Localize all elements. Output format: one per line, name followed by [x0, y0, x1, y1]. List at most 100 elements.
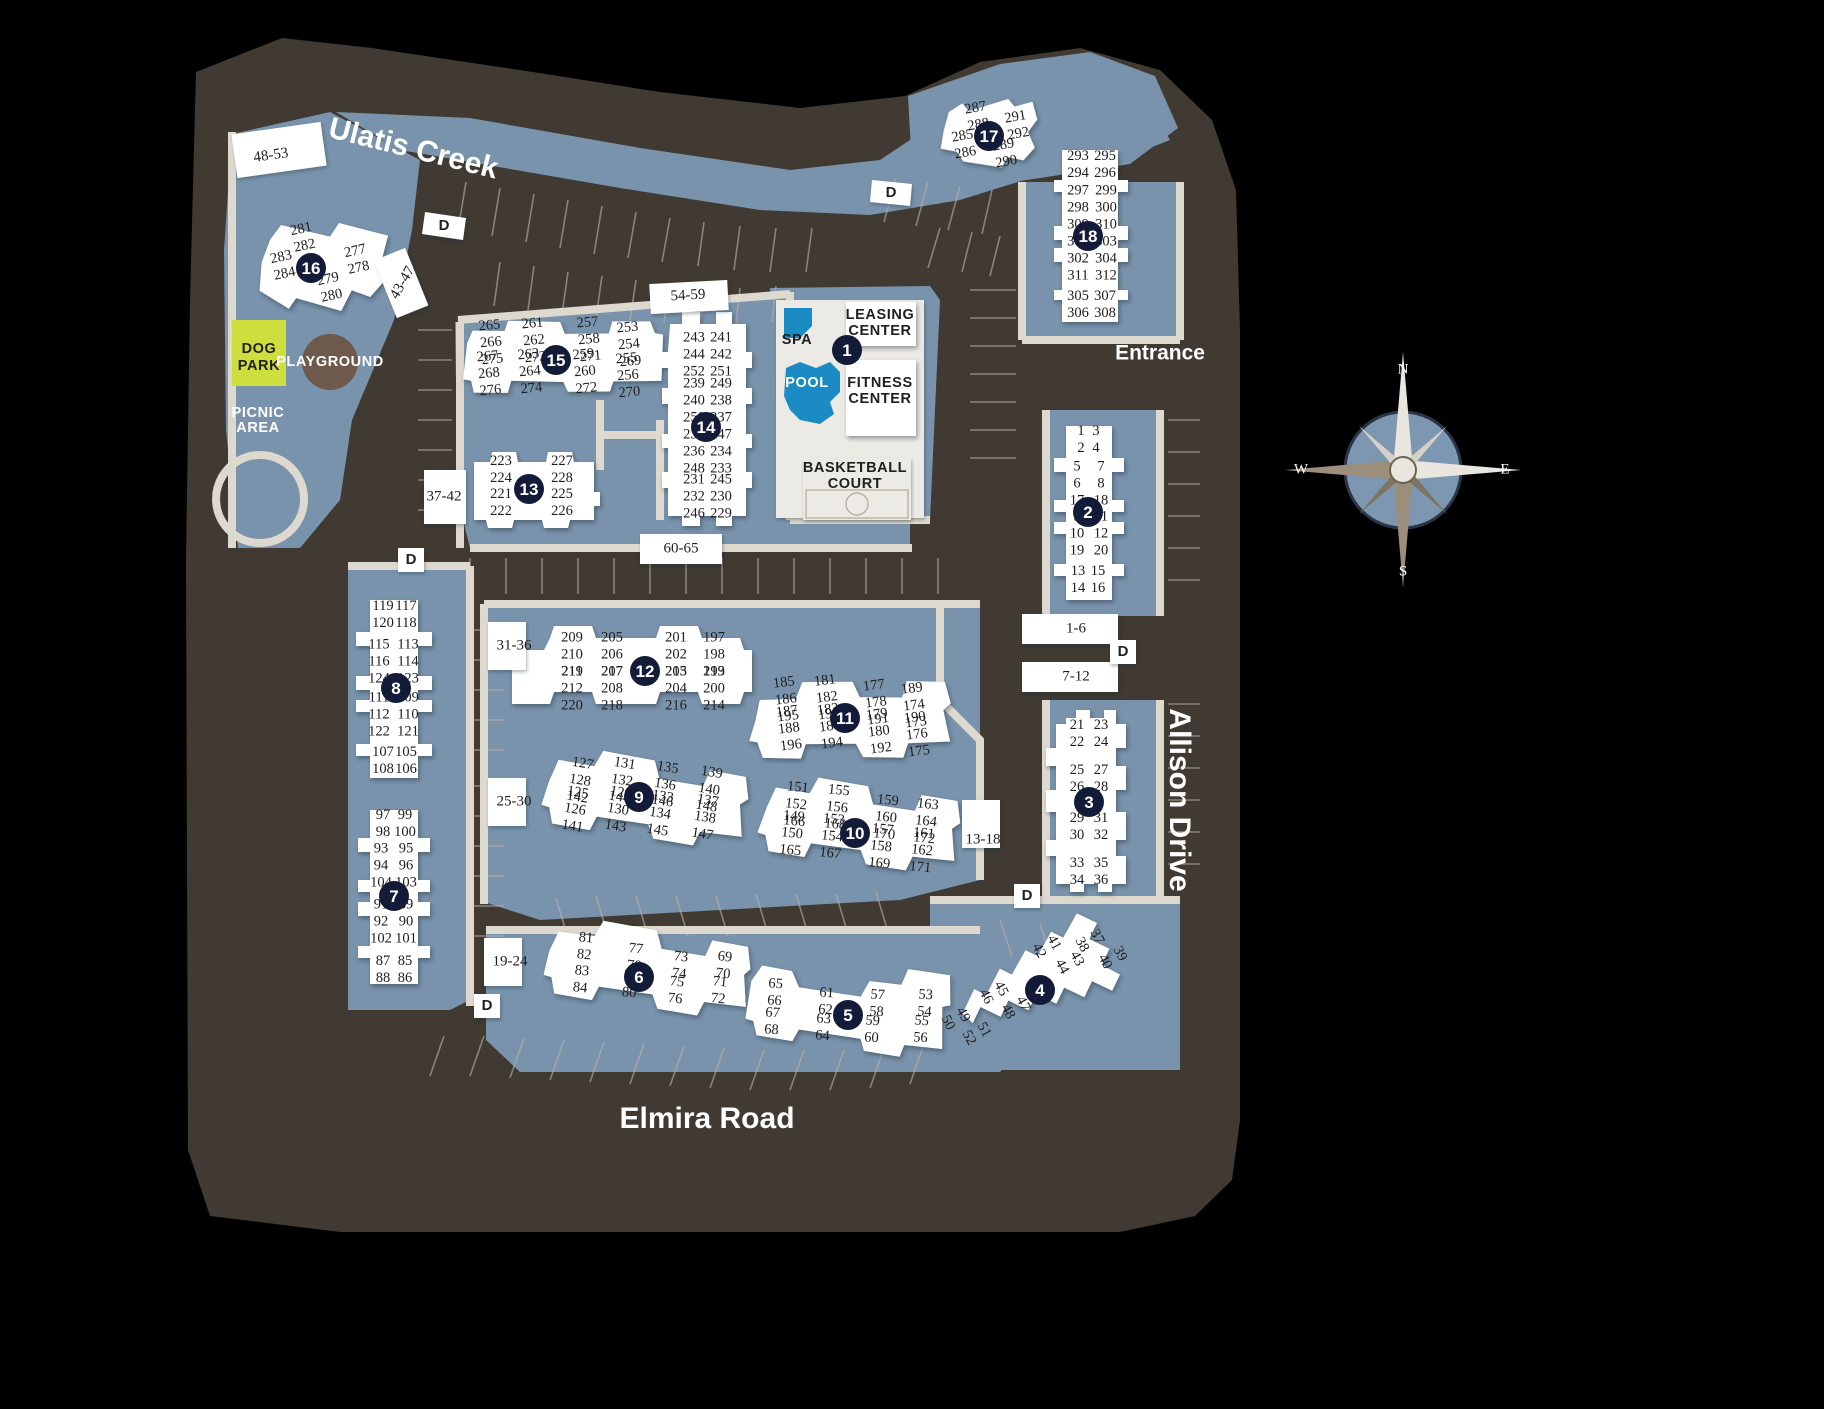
unit-number: 55 [914, 1012, 930, 1029]
building-marker-2[interactable]: 2 [1073, 497, 1103, 527]
unit-number: 274 [520, 379, 544, 397]
unit-number: 270 [618, 383, 641, 401]
fitness-center-shape[interactable] [846, 360, 916, 436]
unit-number: 200 [703, 680, 725, 696]
building-marker-10[interactable]: 10 [840, 818, 870, 848]
dog-park-label-line1: DOG [242, 341, 277, 357]
unit-number: 153 [822, 810, 845, 828]
unit-number: 27 [1094, 762, 1109, 778]
unit-number: 257 [576, 313, 599, 331]
unit-number: 127 [571, 754, 595, 773]
marker-circle[interactable] [832, 335, 862, 365]
unit-number: 151 [786, 778, 809, 796]
building-marker-13[interactable]: 13 [514, 474, 544, 504]
unit-number: 20 [1094, 542, 1109, 558]
marker-circle[interactable] [514, 474, 544, 504]
unit-number: 49 [953, 1005, 974, 1025]
marker-circle[interactable] [974, 121, 1004, 151]
unit-number: 228 [551, 470, 573, 486]
marker-circle[interactable] [381, 673, 411, 703]
marker-circle[interactable] [296, 253, 326, 283]
unit-number: 51 [974, 1020, 995, 1040]
picnic-area-label-line1: PICNIC [232, 405, 285, 421]
unit-number: 143 [603, 817, 627, 836]
unit-number: 285 [950, 126, 974, 146]
dog-park-shape[interactable] [232, 320, 286, 386]
basketball-court-shape[interactable] [803, 458, 911, 520]
marker-circle[interactable] [541, 345, 571, 375]
building-marker-18[interactable]: 18 [1073, 221, 1103, 251]
unit-number: 292 [1006, 124, 1030, 144]
marker-circle[interactable] [691, 412, 721, 442]
building-marker-11[interactable]: 11 [830, 703, 860, 733]
unit-number: 287 [963, 98, 987, 118]
unit-number: 99 [398, 807, 413, 823]
building-marker-8[interactable]: 8 [381, 673, 411, 703]
unit-number: 217 [601, 663, 623, 679]
building-marker-15[interactable]: 15 [541, 345, 571, 375]
dumpster-boxes[interactable] [398, 180, 1136, 1018]
unit-number: 234 [710, 443, 733, 459]
building-marker-7[interactable]: 7 [379, 881, 409, 911]
unit-number: 202 [665, 646, 687, 662]
unit-number: 149 [782, 807, 805, 825]
building-marker-14[interactable]: 14 [691, 412, 721, 442]
unit-number: 225 [551, 486, 573, 502]
b2-block-a: 12 [1077, 423, 1084, 456]
leasing-center-shape[interactable] [846, 302, 916, 346]
unit-number: 256 [616, 366, 639, 384]
unit-number: 232 [683, 488, 705, 504]
unit-number: 105 [395, 744, 417, 760]
building-marker-3[interactable]: 3 [1074, 787, 1104, 817]
building-marker-1[interactable]: 1 [832, 335, 862, 365]
building-marker-17[interactable]: 17 [974, 121, 1004, 151]
marker-circle[interactable] [624, 782, 654, 812]
building-marker-5[interactable]: 5 [833, 1000, 863, 1030]
unit-number: 88 [376, 970, 391, 986]
unit-number: 58 [869, 1003, 885, 1020]
marker-circle[interactable] [833, 1000, 863, 1030]
playground-shape[interactable] [302, 334, 358, 390]
unit-number: 176 [905, 725, 929, 744]
building-marker-9[interactable]: 9 [624, 782, 654, 812]
building-marker-16[interactable]: 16 [296, 253, 326, 283]
marker-circle[interactable] [630, 656, 660, 686]
picnic-area-label-line2: AREA [236, 420, 280, 436]
marker-circle[interactable] [1025, 975, 1055, 1005]
building-marker-4[interactable]: 4 [1025, 975, 1055, 1005]
marker-circle[interactable] [830, 703, 860, 733]
marker-circle[interactable] [1073, 497, 1103, 527]
unit-number: 76 [667, 990, 683, 1007]
marker-circle[interactable] [1073, 221, 1103, 251]
unit-number: 251 [710, 363, 732, 379]
building-marker-6[interactable]: 6 [624, 962, 654, 992]
unit-number: 209 [561, 629, 583, 645]
marker-circle[interactable] [379, 881, 409, 911]
entrance-label: Entrance [1115, 342, 1205, 365]
garage-boxes[interactable] [231, 121, 1118, 986]
amenity-labels: DOG PARK PLAYGROUND PICNIC AREA SPA POOL… [232, 307, 914, 492]
unit-number: 311 [1067, 267, 1088, 283]
pool-shape[interactable] [784, 362, 840, 424]
marker-circle[interactable] [1074, 787, 1104, 817]
marker-number: 1 [842, 341, 851, 360]
marker-circle[interactable] [624, 962, 654, 992]
marker-circle[interactable] [840, 818, 870, 848]
court-center-circle [845, 492, 869, 516]
garage-37-42 [424, 470, 466, 524]
b2-block-f: 111220 [1094, 508, 1109, 558]
unit-number: 265 [478, 316, 501, 334]
building-marker-12[interactable]: 12 [630, 656, 660, 686]
spa-shape[interactable] [784, 308, 812, 338]
